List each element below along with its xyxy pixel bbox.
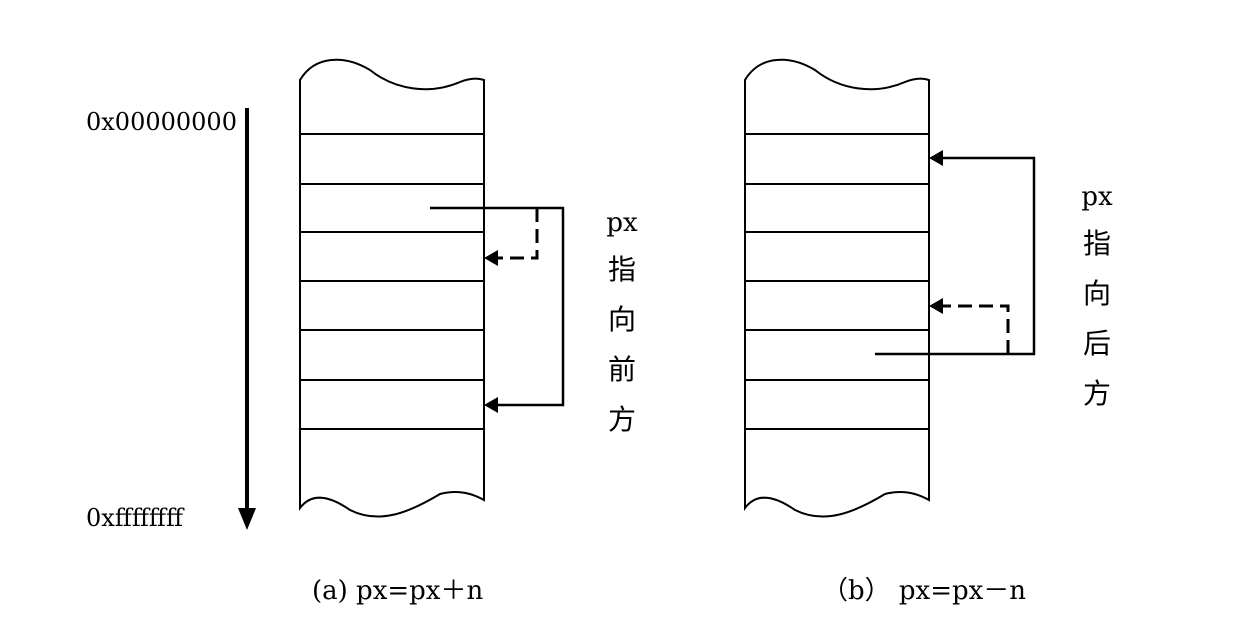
- direction-label-b-line: 后: [1082, 327, 1111, 360]
- direction-label-b-line: px: [1081, 182, 1113, 212]
- pointer-arrows-b: [875, 150, 1036, 356]
- memory-strip-a-outline: [299, 58, 485, 518]
- memory-strip-b-outline: [744, 58, 930, 518]
- direction-label-a-line: 方: [607, 403, 636, 436]
- address-axis-arrowhead: [238, 508, 256, 530]
- direction-label-a-line: 指: [607, 253, 636, 286]
- caption-b: （b） px=px－n: [822, 576, 1027, 606]
- direction-label-b-line: 方: [1082, 377, 1111, 410]
- start-address-label: 0x00000000: [86, 108, 237, 136]
- dashed-arrowhead-b: [929, 298, 943, 314]
- direction-label-b-line: 指: [1082, 227, 1111, 260]
- dashed-arrowhead-a: [484, 250, 498, 266]
- caption-a: (a) px=px＋n: [312, 576, 484, 606]
- memory-strip-a: [299, 58, 485, 518]
- dashed-pointer-arrow-a: [498, 208, 539, 260]
- solid-pointer-arrow-b: [875, 156, 1036, 356]
- pointer-arrows-a: [430, 206, 565, 413]
- direction-label-a-line: px: [606, 208, 638, 238]
- address-axis: [238, 108, 256, 530]
- direction-label-a-line: 向: [607, 303, 636, 336]
- memory-strip-b: [744, 58, 930, 518]
- end-address-label: 0xffffffff: [86, 504, 184, 532]
- solid-arrowhead-a: [484, 397, 498, 413]
- direction-label-b-line: 向: [1082, 277, 1111, 310]
- dashed-pointer-arrow-b: [943, 304, 1010, 354]
- solid-pointer-arrow-a: [430, 206, 565, 407]
- direction-label-a-line: 前: [607, 353, 636, 386]
- solid-arrowhead-b: [929, 150, 943, 166]
